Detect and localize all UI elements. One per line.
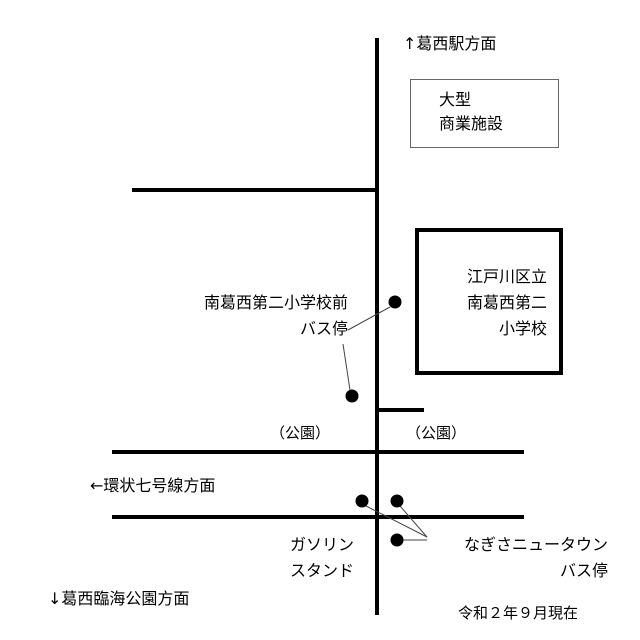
- school-front-bus-stop-suffix: バス停: [299, 319, 348, 338]
- park-left-label: （公園）: [270, 424, 331, 442]
- school-front-bus-stop-name: 南葛西第二小学校前: [203, 293, 348, 312]
- west-direction-label: ←環状七号線方面: [90, 476, 216, 495]
- school-label-line3: 小学校: [498, 319, 547, 338]
- school-box: 江戸川区立 南葛西第二 小学校: [415, 228, 563, 375]
- bus-stop-marker-nagisa-south: [390, 533, 404, 547]
- gas-station-label: ガソリン スタンド: [282, 532, 354, 584]
- pointer-line-school-front: [342, 343, 351, 391]
- nagisa-bus-stop-name: なぎさニュータウン: [463, 535, 608, 554]
- bus-stop-marker-school-front-south: [345, 389, 359, 403]
- shopping-facility-label-line1: 大型: [439, 90, 472, 109]
- nagisa-bus-stop-suffix: バス停: [559, 561, 608, 580]
- gas-station-label-line1: ガソリン: [289, 535, 354, 554]
- pointer-line-nagisa: [365, 505, 428, 538]
- bus-stop-marker-nagisa-east: [390, 494, 404, 508]
- park-right-label: （公園）: [406, 424, 467, 442]
- north-direction-label: ↑葛西駅方面: [403, 34, 497, 53]
- school-front-bus-stop-label: 南葛西第二小学校前 バス停: [168, 290, 348, 342]
- school-label-line2: 南葛西第二: [466, 293, 547, 312]
- as-of-date-label: 令和２年９月現在: [458, 604, 579, 622]
- nagisa-bus-stop-label: なぎさニュータウン バス停: [430, 532, 608, 584]
- bus-stop-marker-nagisa-west: [355, 494, 369, 508]
- school-label-line1: 江戸川区立: [466, 267, 547, 286]
- pointer-line-school-front: [347, 306, 391, 331]
- gas-station-label-line2: スタンド: [289, 561, 354, 580]
- pointer-line-nagisa: [399, 505, 428, 538]
- shopping-facility-box: 大型 商業施設: [410, 79, 559, 148]
- bus-stop-marker-school-front-north: [388, 295, 402, 309]
- south-direction-label: ↓葛西臨海公園方面: [48, 589, 190, 608]
- shopping-facility-label-line2: 商業施設: [439, 114, 504, 133]
